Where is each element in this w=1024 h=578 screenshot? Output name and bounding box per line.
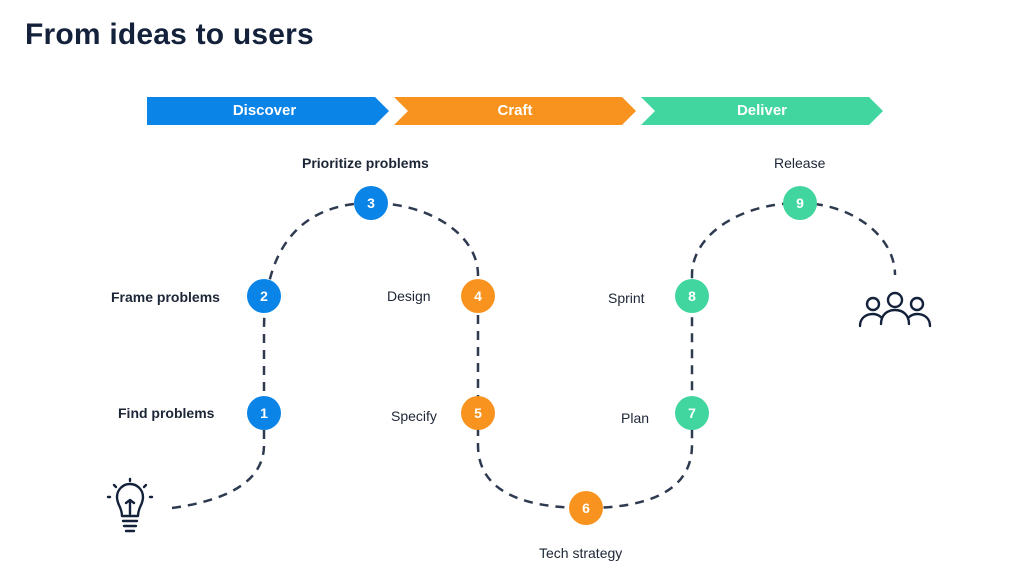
step-label-4: Design <box>387 288 431 304</box>
step-node-6 <box>569 491 603 525</box>
phase-arrow-discover <box>147 97 389 125</box>
step-node-7 <box>675 396 709 430</box>
step-label-5: Specify <box>391 408 437 424</box>
phase-label-deliver: Deliver <box>736 102 788 119</box>
lightbulb-icon <box>106 477 154 533</box>
step-label-7: Plan <box>621 410 650 426</box>
phase-label-craft: Craft <box>497 102 533 119</box>
step-node-2 <box>247 279 281 313</box>
users-icon <box>858 291 932 328</box>
step-number-7: 7 <box>688 405 696 421</box>
step-number-1: 1 <box>260 405 268 421</box>
step-label-9: Release <box>774 155 826 171</box>
step-node-4 <box>461 279 495 313</box>
step-node-3 <box>354 186 388 220</box>
step-number-8: 8 <box>688 288 696 304</box>
step-node-8 <box>675 279 709 313</box>
step-label-2: Frame problems <box>111 289 220 305</box>
step-node-5 <box>461 396 495 430</box>
page-title: From ideas to users <box>25 18 314 51</box>
step-number-3: 3 <box>367 195 375 211</box>
step-node-9 <box>783 186 817 220</box>
phase-arrow-deliver <box>641 97 883 125</box>
step-label-3: Prioritize problems <box>302 155 429 171</box>
step-number-9: 9 <box>796 195 804 211</box>
phase-label-discover: Discover <box>232 102 297 119</box>
step-number-6: 6 <box>582 500 590 516</box>
step-node-1 <box>247 396 281 430</box>
phase-arrow-craft <box>394 97 636 125</box>
step-number-2: 2 <box>260 288 268 304</box>
step-label-1: Find problems <box>118 405 215 421</box>
step-number-4: 4 <box>474 288 482 304</box>
step-label-6: Tech strategy <box>539 545 623 561</box>
step-number-5: 5 <box>474 405 482 421</box>
step-label-8: Sprint <box>608 290 645 306</box>
journey-path <box>171 201 897 510</box>
